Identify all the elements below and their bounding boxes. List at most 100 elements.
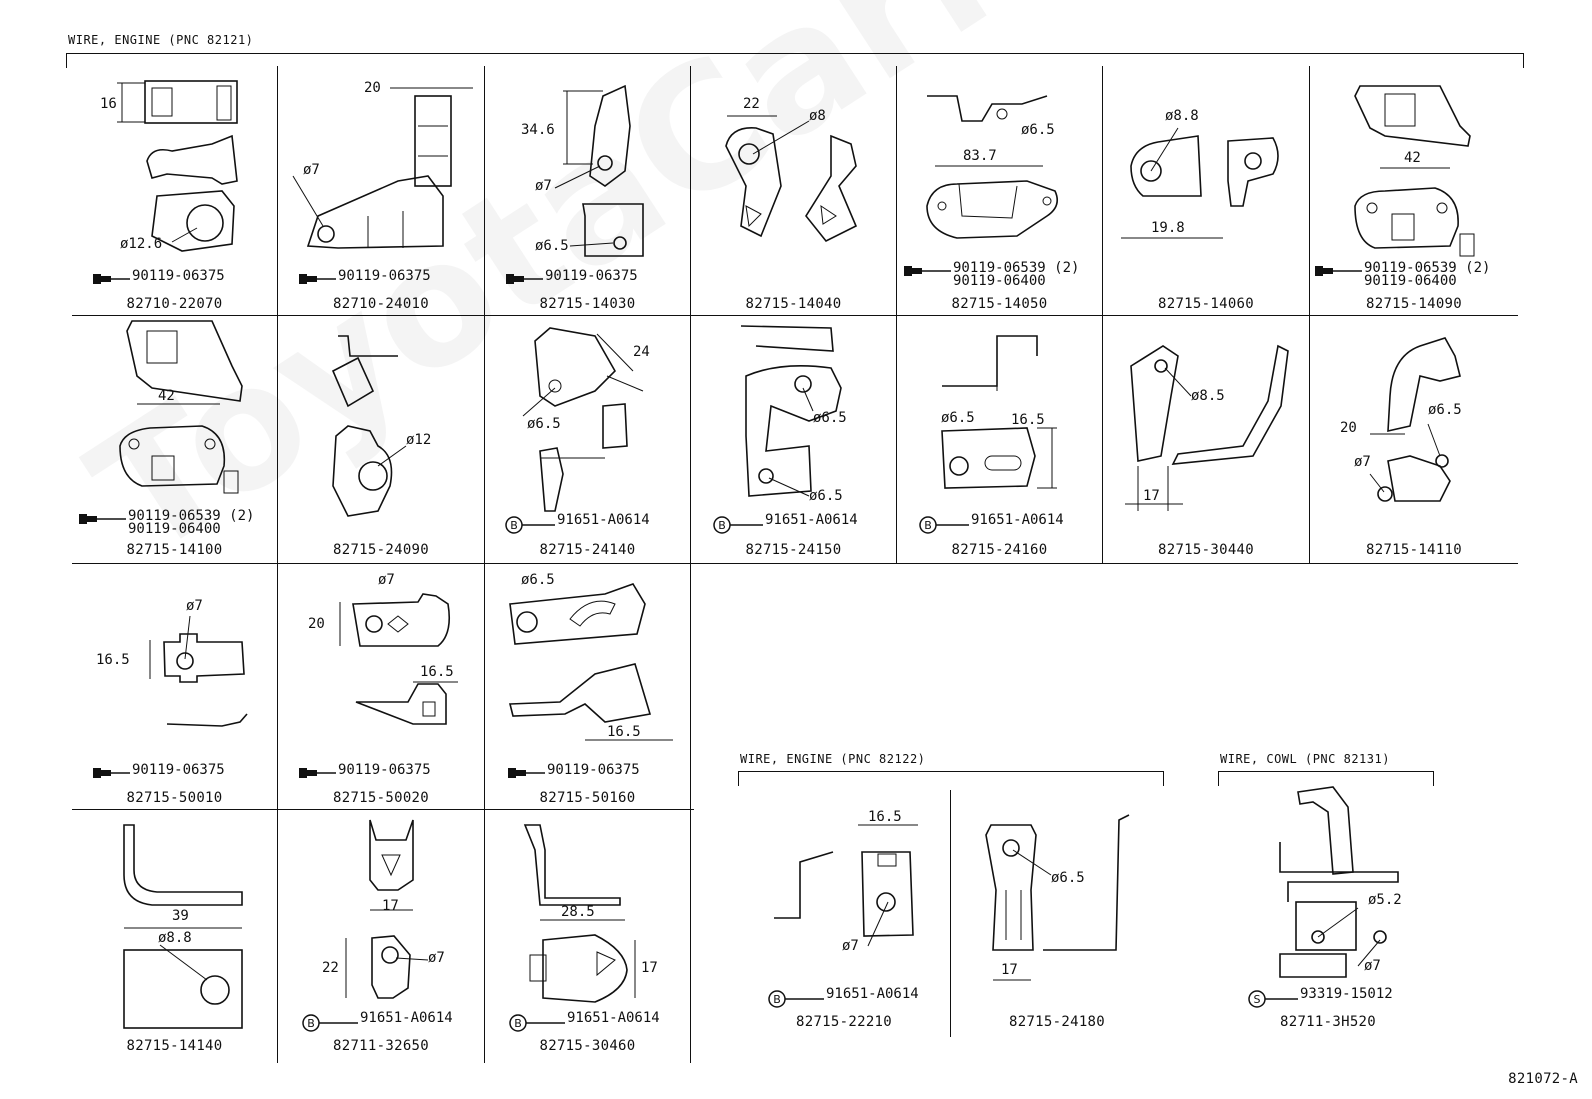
dimension-label: ø6.5 xyxy=(521,572,555,588)
bolt-number: 90119-06400 xyxy=(1364,273,1457,289)
bolt-callout: B 91651-A0614 xyxy=(919,512,1064,534)
b-fastener-icon: B xyxy=(302,1014,358,1032)
flange-bolt-icon xyxy=(299,274,336,284)
bolt-callout: 90119-06539 (2) 90119-06400 xyxy=(78,509,254,537)
part-number: 82711-32650 xyxy=(332,1038,430,1054)
flange-bolt-icon xyxy=(79,514,126,524)
dimension-label: ø7 xyxy=(303,162,320,178)
part-drawing xyxy=(774,824,918,947)
part-number: 82715-14060 xyxy=(1157,296,1255,312)
part-number: 82710-24010 xyxy=(332,296,430,312)
bolt-number: 90119-06375 xyxy=(132,762,225,778)
grid-divider xyxy=(72,809,694,810)
part-cell: ø7 20 16.5 90119-06375 82715-50020 xyxy=(278,564,484,809)
dimension-label: ø6.5 xyxy=(1021,122,1055,138)
part-number: 82715-24180 xyxy=(1008,1014,1106,1030)
dimension-label: ø8.8 xyxy=(158,930,192,946)
part-cell: ø7 16.5 90119-06375 82715-50010 xyxy=(72,564,277,809)
dimension-label: 16.5 xyxy=(420,664,454,680)
dimension-label: 17 xyxy=(382,898,399,914)
part-number: 82715-50020 xyxy=(332,790,430,806)
grid-divider xyxy=(484,66,485,1063)
bolt-number: 90119-06400 xyxy=(128,521,221,537)
part-drawing xyxy=(119,320,243,494)
grid-divider xyxy=(72,315,1518,316)
dimension-label: ø6.5 xyxy=(535,238,569,254)
dimension-label: ø6.5 xyxy=(941,410,975,426)
part-drawing xyxy=(123,824,243,1029)
dimension-label: ø6.5 xyxy=(1051,870,1085,886)
bolt-callout: B 91651-A0614 xyxy=(509,1011,660,1032)
part-drawing xyxy=(1121,127,1279,239)
dimension-label: ø7 xyxy=(1354,454,1371,470)
dimension-label: 17 xyxy=(1143,488,1160,504)
part-drawing xyxy=(523,824,636,1003)
bolt-number: 91651-A0614 xyxy=(360,1010,453,1026)
bolt-number: 90119-06375 xyxy=(338,268,431,284)
dimension-label: 20 xyxy=(308,616,325,632)
part-drawing xyxy=(149,615,248,727)
svg-text:B: B xyxy=(924,519,932,532)
part-cell: ø5.2 ø7 S 93319-15012 82711-3H520 xyxy=(1218,782,1438,1037)
part-cell: 20 ø6.5 ø7 82715-14110 xyxy=(1310,316,1518,563)
dimension-label: 28.5 xyxy=(561,904,595,920)
part-drawing xyxy=(725,115,858,243)
section-bracket-engine2 xyxy=(738,771,1164,786)
dimension-label: ø7 xyxy=(378,572,395,588)
part-drawing xyxy=(740,325,842,497)
flange-bolt-icon xyxy=(904,266,951,276)
dimension-label: 83.7 xyxy=(963,148,997,164)
bolt-callout: 90119-06539 (2) 90119-06400 xyxy=(903,261,1079,288)
dimension-label: 20 xyxy=(1340,420,1357,436)
grid-divider xyxy=(72,563,1518,564)
part-drawing xyxy=(554,84,644,257)
part-cell: ø8.5 17 82715-30440 xyxy=(1103,316,1309,563)
grid-divider xyxy=(950,790,951,1037)
flange-bolt-icon xyxy=(506,274,543,284)
flange-bolt-icon xyxy=(93,274,130,284)
part-drawing xyxy=(926,95,1058,239)
b-fastener-icon: B xyxy=(713,516,763,534)
part-number: 82715-14110 xyxy=(1365,542,1463,558)
part-cell: ø6.5 17 82715-24180 xyxy=(951,790,1163,1037)
part-cell: ø6.5 16.5 B 91651-A0614 82715-24160 xyxy=(897,316,1102,563)
bolt-callout: 90119-06375 xyxy=(92,269,225,286)
part-cell: 24 ø6.5 B 91651-A0614 82715-24140 xyxy=(485,316,690,563)
bolt-number: 91651-A0614 xyxy=(971,512,1064,528)
bolt-callout: B 91651-A0614 xyxy=(768,986,919,1008)
grid-divider xyxy=(1102,66,1103,563)
dimension-label: 16.5 xyxy=(1011,412,1045,428)
part-cell: 28.5 17 B 91651-A0614 82715-30460 xyxy=(485,810,690,1063)
part-number: 82711-3H520 xyxy=(1279,1014,1377,1030)
dimension-label: ø12.6 xyxy=(120,236,163,252)
section-title-cowl: WIRE, COWL (PNC 82131) xyxy=(1220,752,1390,766)
part-cell: ø6.5 ø6.5 B 91651-A0614 82715-24150 xyxy=(691,316,896,563)
part-number: 82715-50160 xyxy=(539,790,636,806)
part-drawing xyxy=(1354,85,1475,257)
bolt-number: 90119-06375 xyxy=(338,762,431,778)
part-cell: ø6.5 83.7 90119-06539 (2) 90119-06400 82… xyxy=(897,66,1102,315)
grid-divider xyxy=(896,66,897,563)
bolt-number: 91651-A0614 xyxy=(557,512,650,528)
part-number: 82715-24150 xyxy=(745,542,842,558)
dimension-label: 19.8 xyxy=(1151,220,1185,236)
part-drawing xyxy=(117,80,238,252)
part-drawing xyxy=(941,335,1057,489)
bolt-callout: S 93319-15012 xyxy=(1248,986,1393,1008)
dimension-label: 16.5 xyxy=(868,809,902,825)
bolt-number: 90119-06539 (2) xyxy=(1364,260,1491,276)
part-cell: 39 ø8.8 82715-14140 xyxy=(72,810,277,1063)
bolt-number: 90119-06375 xyxy=(547,762,640,778)
svg-text:B: B xyxy=(773,993,781,1006)
part-number: 82715-24090 xyxy=(332,542,430,558)
section-title-main: WIRE, ENGINE (PNC 82121) xyxy=(68,33,254,47)
bolt-number: 93319-15012 xyxy=(1300,986,1393,1002)
bolt-number: 91651-A0614 xyxy=(826,986,919,1002)
part-number: 82715-14100 xyxy=(126,542,223,558)
dimension-label: ø12 xyxy=(406,432,432,448)
dimension-label: 34.6 xyxy=(521,122,555,138)
part-number: 82715-24140 xyxy=(539,542,636,558)
drawing-code: 821072-A xyxy=(1508,1071,1578,1087)
dimension-label: 22 xyxy=(743,96,760,112)
part-cell: 22 ø8 82715-14040 xyxy=(691,66,896,315)
